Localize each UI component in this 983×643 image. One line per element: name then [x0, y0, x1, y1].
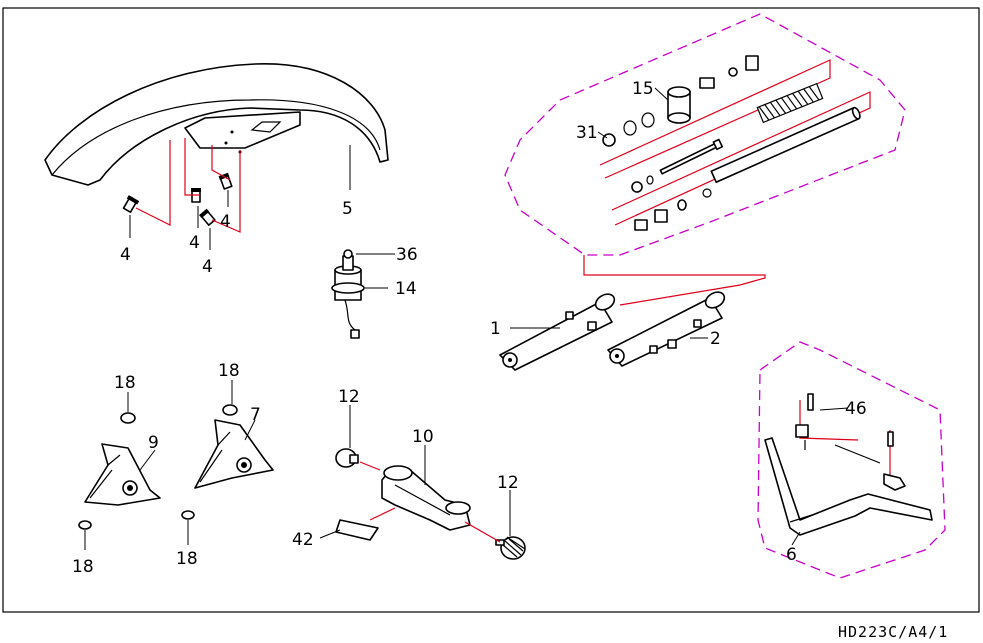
callout-10: 10 — [412, 427, 434, 447]
callout-18b: 18 — [218, 361, 240, 381]
callout-42: 42 — [292, 530, 314, 550]
fender-bolts — [122, 172, 233, 226]
front-fender — [44, 63, 389, 186]
callout-15: 15 — [632, 79, 654, 99]
callout-numbers: 4 4 4 4 5 36 14 15 31 1 2 46 6 18 18 7 9… — [72, 79, 867, 577]
fork-leg-left — [499, 293, 616, 371]
fork-leg-right — [607, 291, 726, 367]
callout-18c: 18 — [72, 557, 94, 577]
callout-5: 5 — [342, 199, 353, 219]
callout-12b: 12 — [497, 473, 519, 493]
drawing-code: HD223C/A4/1 — [838, 623, 948, 641]
fork-cap — [667, 86, 691, 124]
callout-36: 36 — [396, 245, 418, 265]
lower-bracket-9 — [84, 443, 161, 506]
callout-31: 31 — [576, 123, 598, 143]
callout-7: 7 — [250, 405, 261, 425]
fender-assembly-lines — [135, 138, 241, 233]
callout-6: 6 — [786, 545, 797, 565]
rubber-mount-12-right — [495, 536, 526, 560]
rubber-bushes-18 — [78, 404, 238, 530]
pad-42 — [335, 519, 379, 541]
callout-12a: 12 — [338, 387, 360, 407]
callout-4c: 4 — [220, 212, 231, 232]
brace-bracket-10 — [381, 465, 471, 531]
callout-4d: 4 — [202, 257, 213, 277]
callout-4a: 4 — [120, 245, 131, 265]
callout-18d: 18 — [176, 549, 198, 569]
callout-2: 2 — [710, 329, 721, 349]
callout-18a: 18 — [114, 373, 136, 393]
callout-9: 9 — [148, 433, 159, 453]
callout-1: 1 — [490, 319, 501, 339]
drawing-frame — [2, 7, 980, 613]
rubber-mount-12-left — [335, 448, 359, 468]
lower-bracket-7 — [194, 419, 274, 489]
speed-sensor — [331, 249, 365, 339]
fork-internals-group — [504, 13, 906, 306]
handlebar-group — [757, 341, 946, 579]
leader-lines — [84, 87, 849, 550]
callout-14: 14 — [395, 279, 417, 299]
callout-4b: 4 — [189, 233, 200, 253]
callout-46: 46 — [845, 399, 867, 419]
